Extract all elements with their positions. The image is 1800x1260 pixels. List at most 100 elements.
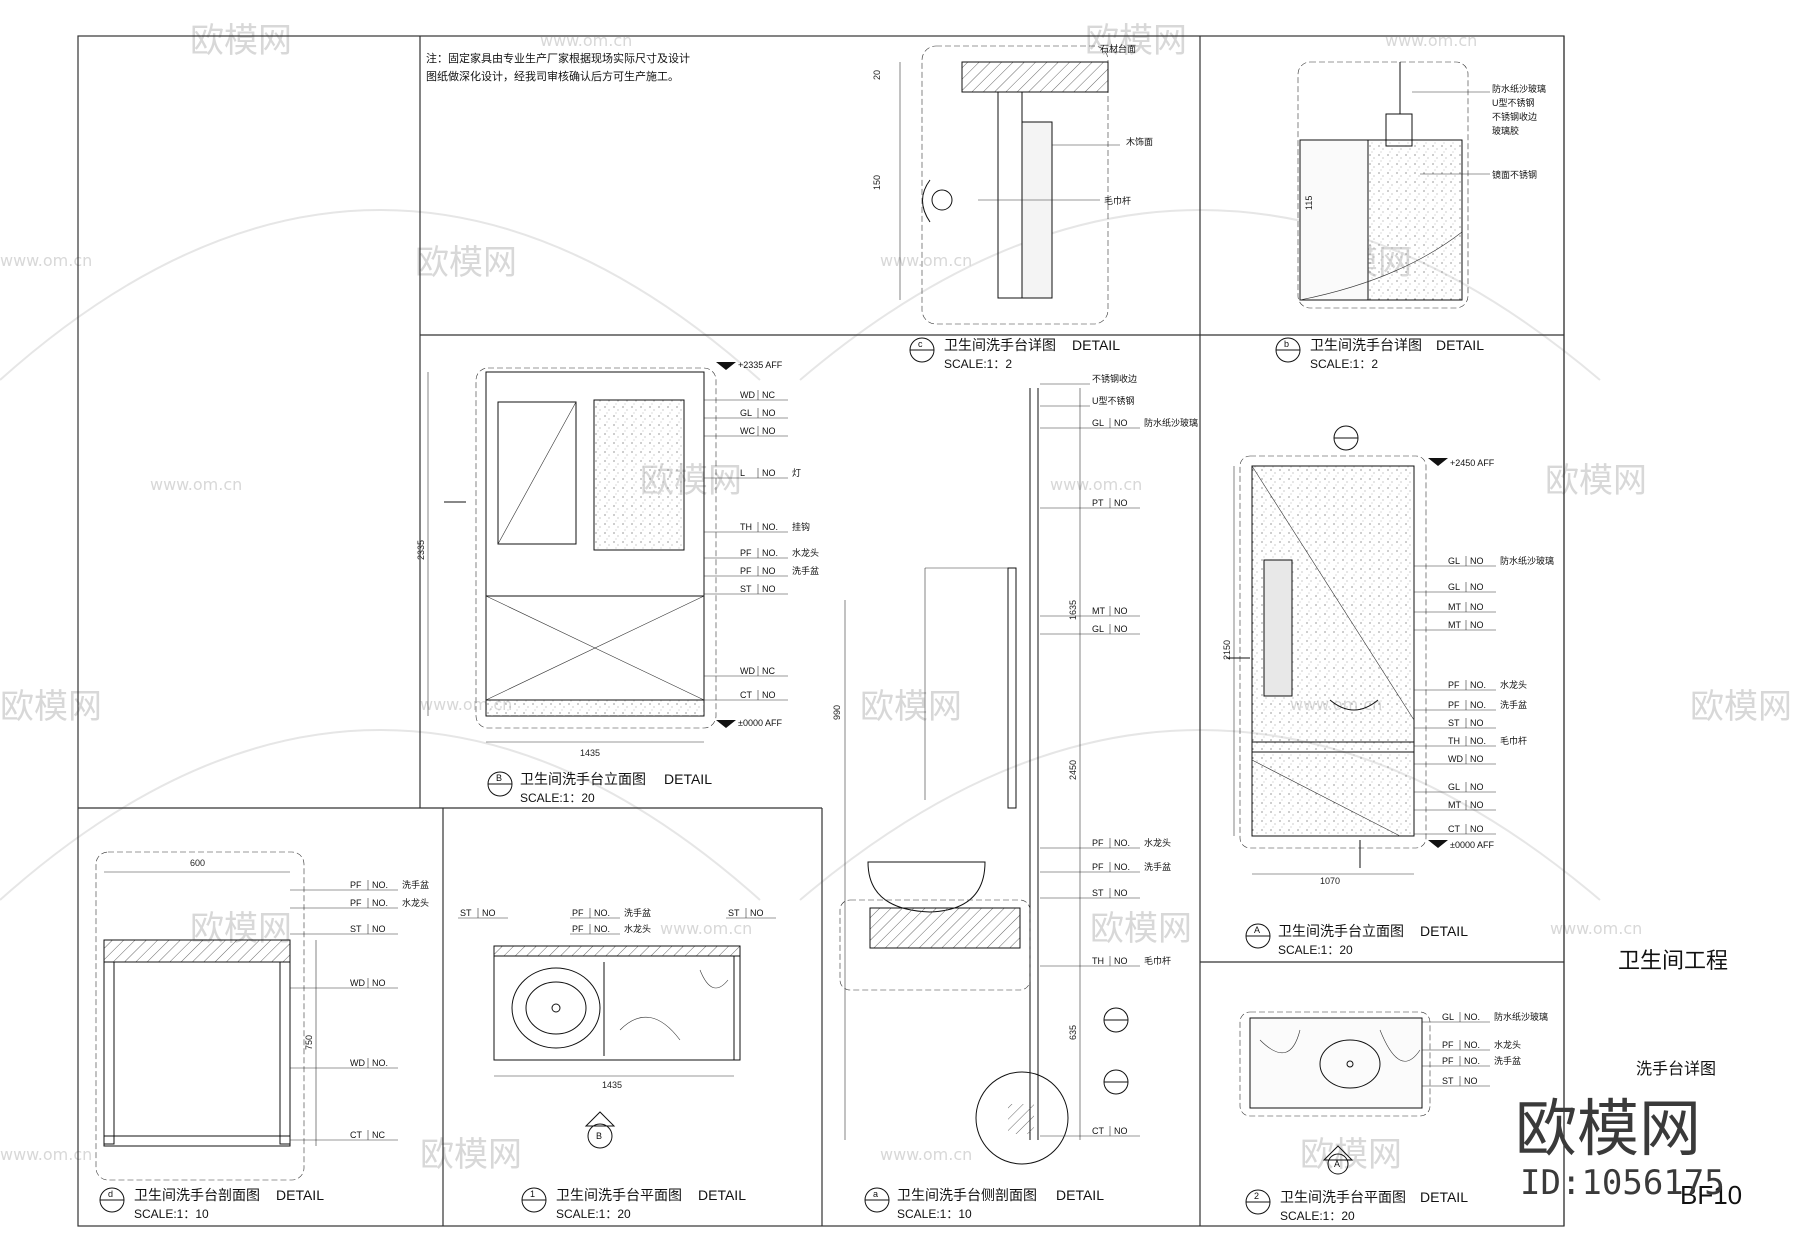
tag-code: ST bbox=[728, 908, 740, 918]
general-note: 注：固定家具由专业生产厂家根据现场实际尺寸及设计 图纸做深化设计，经我司审核确认… bbox=[426, 51, 690, 83]
sheet-frame bbox=[77, 35, 1565, 1227]
project-name: 卫生间工程 bbox=[1618, 948, 1728, 973]
tag-no: NO bbox=[1470, 556, 1484, 566]
svg-text:SCALE:1：20: SCALE:1：20 bbox=[1278, 943, 1353, 957]
svg-text:SCALE:1：2: SCALE:1：2 bbox=[944, 357, 1012, 371]
svg-text:B: B bbox=[596, 1131, 602, 1141]
tag-no: NO bbox=[1470, 754, 1484, 764]
tag-note: 挂钩 bbox=[792, 521, 810, 532]
svg-text:DETAIL: DETAIL bbox=[1072, 337, 1120, 353]
tag-code: PF bbox=[740, 566, 752, 576]
tag-code: WD bbox=[350, 1058, 365, 1068]
svg-text:d: d bbox=[108, 1189, 113, 1199]
tag-no: NO bbox=[1470, 620, 1484, 630]
svg-text:卫生间洗手台侧剖面图: 卫生间洗手台侧剖面图 bbox=[897, 1187, 1037, 1203]
tag-code: GL bbox=[740, 408, 752, 418]
material-tag: ST NO bbox=[458, 908, 508, 919]
svg-text:不锈钢收边: 不锈钢收边 bbox=[1492, 111, 1537, 122]
tag-note: 洗手盆 bbox=[624, 907, 651, 918]
tag-no: NO bbox=[1114, 624, 1128, 634]
watermark-url: www.om.cn bbox=[150, 475, 242, 494]
tag-no: NO. bbox=[1464, 1056, 1480, 1066]
tag-code: MT bbox=[1448, 602, 1461, 612]
svg-text:1435: 1435 bbox=[580, 748, 600, 758]
tag-code: GL bbox=[1092, 624, 1104, 634]
tag-no: NO bbox=[1470, 718, 1484, 728]
sheet-number: BF10 bbox=[1680, 1180, 1742, 1210]
title-b: b 卫生间洗手台详图 DETAIL SCALE:1：2 bbox=[1275, 337, 1484, 371]
svg-text:SCALE:1：20: SCALE:1：20 bbox=[556, 1207, 631, 1221]
tag-no: NO bbox=[762, 690, 776, 700]
note-line-2: 图纸做深化设计，经我司审核确认后方可生产施工。 bbox=[426, 69, 679, 83]
svg-text:DETAIL: DETAIL bbox=[664, 771, 712, 787]
tag-no: NO bbox=[1470, 824, 1484, 834]
svg-text:镜面不锈钢: 镜面不锈钢 bbox=[1492, 169, 1537, 180]
watermarks: 欧模网 欧模网 www.om.cn www.om.cn 欧模网 欧模网 www.… bbox=[0, 21, 1792, 1175]
tag-no: NO bbox=[1470, 800, 1484, 810]
svg-text:600: 600 bbox=[190, 858, 205, 868]
tag-no: NO. bbox=[1470, 736, 1486, 746]
tag-note: 洗手盆 bbox=[1144, 861, 1171, 872]
tag-no: NO bbox=[482, 908, 496, 918]
tag-no: NO. bbox=[1464, 1040, 1480, 1050]
watermark-logo-text: 欧模网 bbox=[1515, 1092, 1701, 1165]
tag-code: TH bbox=[1092, 956, 1104, 966]
svg-text:SCALE:1：10: SCALE:1：10 bbox=[897, 1207, 972, 1221]
tag-code: ST bbox=[460, 908, 472, 918]
svg-text:DETAIL: DETAIL bbox=[698, 1187, 746, 1203]
tag-note: U型不锈钢 bbox=[1092, 395, 1135, 406]
svg-text:20: 20 bbox=[872, 70, 882, 80]
tag-no: NC bbox=[762, 390, 775, 400]
svg-text:A: A bbox=[1254, 925, 1260, 935]
watermark-url: www.om.cn bbox=[0, 251, 92, 270]
tag-no: NO. bbox=[1470, 680, 1486, 690]
svg-text:115: 115 bbox=[1304, 196, 1314, 210]
tag-code: GL bbox=[1448, 582, 1460, 592]
watermark-url: www.om.cn bbox=[1385, 31, 1477, 50]
svg-text:b: b bbox=[1284, 339, 1289, 349]
svg-text:DETAIL: DETAIL bbox=[1436, 337, 1484, 353]
tag-note: 防水纸沙玻璃 bbox=[1144, 417, 1198, 428]
tag-note: 灯 bbox=[792, 468, 801, 478]
svg-text:防水纸沙玻璃: 防水纸沙玻璃 bbox=[1492, 83, 1546, 94]
watermark-url: www.om.cn bbox=[1550, 919, 1642, 938]
watermark-brand: 欧模网 bbox=[190, 21, 292, 61]
svg-text:卫生间洗手台立面图: 卫生间洗手台立面图 bbox=[520, 771, 646, 787]
tag-code: PT bbox=[1092, 498, 1104, 508]
svg-text:2: 2 bbox=[1254, 1191, 1259, 1201]
svg-text:卫生间洗手台平面图: 卫生间洗手台平面图 bbox=[1280, 1189, 1406, 1205]
tag-code: PF bbox=[740, 548, 752, 558]
tag-code: ST bbox=[1092, 888, 1104, 898]
note-line-1: 注：固定家具由专业生产厂家根据现场实际尺寸及设计 bbox=[426, 51, 690, 65]
tag-note: 水龙头 bbox=[1494, 1039, 1521, 1050]
plan-1: 1435 B bbox=[493, 945, 741, 1149]
tag-note: 洗手盆 bbox=[1494, 1055, 1521, 1066]
tag-note: 洗手盆 bbox=[1500, 699, 1527, 710]
tag-code: GL bbox=[1092, 418, 1104, 428]
tag-code: GL bbox=[1448, 556, 1460, 566]
tag-no: NO. bbox=[1470, 700, 1486, 710]
watermark-brand: 欧模网 bbox=[415, 243, 517, 283]
tag-no: NO bbox=[762, 584, 776, 594]
watermark-url: www.om.cn bbox=[880, 1145, 972, 1164]
watermark-id: ID:1056175 bbox=[1520, 1163, 1725, 1203]
svg-text:DETAIL: DETAIL bbox=[1056, 1187, 1104, 1203]
svg-text:SCALE:1：10: SCALE:1：10 bbox=[134, 1207, 209, 1221]
svg-text:a: a bbox=[873, 1189, 878, 1199]
svg-text:SCALE:1：20: SCALE:1：20 bbox=[1280, 1209, 1355, 1223]
svg-text:+2450 AFF: +2450 AFF bbox=[1450, 458, 1495, 468]
